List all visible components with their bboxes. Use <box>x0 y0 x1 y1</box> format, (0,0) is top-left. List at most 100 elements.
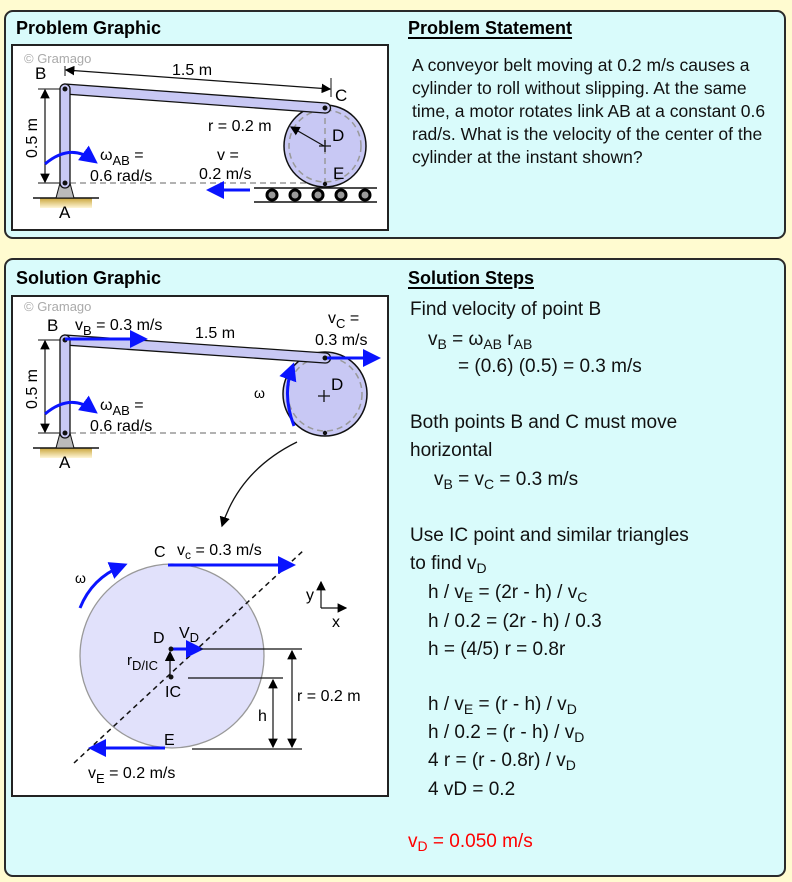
text-segment: = (0.6) (0.5) = 0.3 m/s <box>458 356 642 377</box>
height-label: 0.5 m <box>24 118 41 158</box>
text-segment: = ω <box>446 329 484 350</box>
vb-label: vB = 0.3 m/s <box>75 317 162 338</box>
vc-label: vC = <box>328 310 359 331</box>
pin-a <box>62 180 68 186</box>
step-line: Both points B and C must move <box>410 412 677 434</box>
text-segment: = (2r - h) / v <box>473 582 578 603</box>
text-segment: horizontal <box>410 440 493 461</box>
vd-label: VD <box>179 625 199 645</box>
pin-b <box>62 86 68 92</box>
label-b: B <box>35 64 46 83</box>
text-segment: v <box>434 469 444 490</box>
subscript: D <box>574 729 585 745</box>
step-line: vB = vC = 0.3 m/s <box>434 469 578 492</box>
link-ab <box>59 334 71 439</box>
final-answer: vD = 0.050 m/s <box>408 831 533 854</box>
length-label: 1.5 m <box>195 325 235 342</box>
label-c-enlarged: C <box>154 544 166 561</box>
length-label: 1.5 m <box>172 62 212 79</box>
vc-small-label: vc = 0.3 m/s <box>177 542 262 562</box>
link-ab <box>59 83 71 189</box>
text-segment: h / 0.2 = (2r - h) / 0.3 <box>428 611 602 632</box>
radius-label: r = 0.2 m <box>297 688 361 705</box>
radius-arrow <box>289 126 325 147</box>
step-line: = (0.6) (0.5) = 0.3 m/s <box>458 356 642 378</box>
velocity-value: 0.2 m/s <box>199 166 251 183</box>
step-line: h / 0.2 = (2r - h) / 0.3 <box>428 611 602 633</box>
center-d-cross <box>318 390 330 402</box>
label-a: A <box>59 453 71 472</box>
label-d: D <box>332 126 344 145</box>
step-line: horizontal <box>410 440 492 462</box>
subscript: AB <box>483 336 503 352</box>
text-segment: v <box>428 329 438 350</box>
dim-ticks <box>38 339 60 434</box>
ground <box>40 448 92 458</box>
ground <box>40 198 92 208</box>
watermark: © Gramago <box>24 299 91 314</box>
subscript: D <box>417 838 428 854</box>
omega-ab-arrow <box>44 395 98 416</box>
omega-label: ωAB = <box>100 147 144 168</box>
text-segment: 4 r = (r - 0.8r) / v <box>428 750 566 771</box>
point-d <box>168 646 174 652</box>
text-segment: h / v <box>428 582 464 603</box>
text-segment: = (r - h) / v <box>473 694 567 715</box>
reference-lines <box>188 648 302 750</box>
subscript: D <box>565 757 576 773</box>
label-d-enlarged: D <box>153 630 165 647</box>
r-d-ic-label: rD/IC <box>127 652 158 673</box>
subscript: B <box>437 336 447 352</box>
pin-c <box>322 105 328 111</box>
text-segment: h / v <box>428 694 464 715</box>
subscript: E <box>463 701 474 717</box>
text-segment: h = (4/5) r = 0.8r <box>428 639 566 660</box>
ve-label: vE = 0.2 m/s <box>88 765 175 786</box>
omega-ab-value: 0.6 rad/s <box>90 418 152 435</box>
velocity-label: v = <box>217 147 239 164</box>
step-line: Use IC point and similar triangles <box>410 525 689 547</box>
omega-value: 0.6 rad/s <box>90 168 152 185</box>
point-e <box>322 181 328 187</box>
omega-label: ω <box>254 385 265 401</box>
step-line: 4 vD = 0.2 <box>428 779 515 801</box>
watermark: © Gramago <box>24 51 91 66</box>
text-segment: 4 vD = 0.2 <box>428 779 516 800</box>
label-e-enlarged: E <box>164 732 175 749</box>
text-segment: Use IC point and similar triangles <box>410 525 689 546</box>
label-a: A <box>59 203 71 222</box>
cylinder-inner-dashed <box>288 109 362 183</box>
zoom-curve-arrow <box>219 441 298 528</box>
subscript: D <box>476 560 487 576</box>
step-line: Find velocity of point B <box>410 299 601 321</box>
text-segment: to find v <box>410 553 477 574</box>
point-ic <box>168 674 174 680</box>
omega-cylinder-arrow <box>279 362 297 427</box>
step-line: to find vD <box>410 553 487 576</box>
subscript: D <box>566 701 577 717</box>
dim-ticks <box>38 66 332 184</box>
text-segment: v <box>408 831 418 852</box>
label-e: E <box>333 164 344 183</box>
vc-value: 0.3 m/s <box>315 332 367 349</box>
omega-arrow-enlarged <box>78 562 128 609</box>
label-d: D <box>331 375 343 394</box>
text-segment: = 0.3 m/s <box>494 469 579 490</box>
enlarged-cylinder <box>79 563 265 749</box>
text-segment: = v <box>452 469 484 490</box>
label-ic: IC <box>165 684 181 701</box>
axis-x-label: x <box>332 614 340 631</box>
text-segment: h / 0.2 = (r - h) / v <box>428 722 575 743</box>
subscript: E <box>463 589 474 605</box>
solution-steps-title: Solution Steps <box>408 268 534 288</box>
text-segment: Both points B and C must move <box>410 412 678 433</box>
link-bc <box>64 83 332 114</box>
label-c: C <box>335 86 347 105</box>
pin-c <box>322 355 328 361</box>
problem-graphic-title: Problem Graphic <box>16 18 162 38</box>
subscript: C <box>484 476 495 492</box>
cylinder <box>282 351 368 437</box>
problem-graphic: B C D E A 1.5 m 0.5 m r = 0.2 m ωAB = 0.… <box>11 44 389 231</box>
step-line: h / 0.2 = (r - h) / vD <box>428 722 584 745</box>
text-segment: Find velocity of point B <box>410 299 602 320</box>
